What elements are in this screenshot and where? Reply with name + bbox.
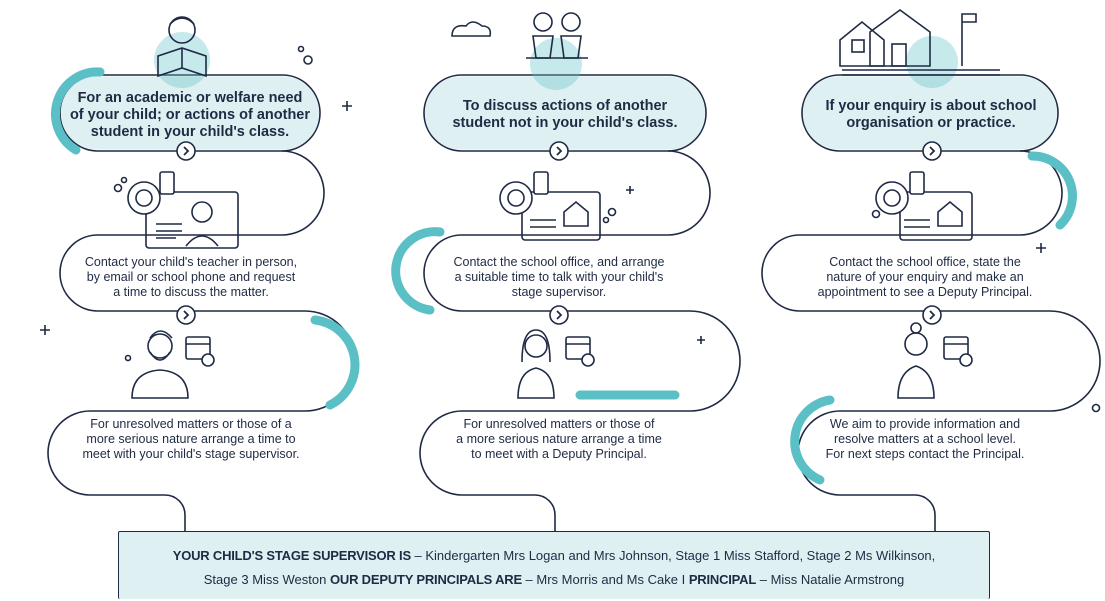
column-1-step-1-text: Contact your child's teacher in person, … [84,255,298,299]
footer-line-2: Stage 3 Miss Weston OUR DEPUTY PRINCIPAL… [119,572,989,587]
column-2-step-2-text: For unresolved matters or those of a mor… [456,417,662,461]
principal-text: – Miss Natalie Armstrong [756,572,905,587]
column-1-step-2-text: For unresolved matters or those of a mor… [82,417,300,461]
supervisor-text: – Kindergarten Mrs Logan and Mrs Johnson… [410,548,936,563]
contacts-footer: YOUR CHILD'S STAGE SUPERVISOR IS – Kinde… [118,531,990,599]
footer-line-1: YOUR CHILD'S STAGE SUPERVISOR IS – Kinde… [119,548,989,563]
principal-label: PRINCIPAL [688,572,757,587]
column-2-step-1-text: Contact the school office, and arrange a… [453,255,665,299]
deputy-label: OUR DEPUTY PRINCIPALS ARE [329,572,522,587]
column-1-heading: For an academic or welfare need of your … [69,90,311,140]
column-3-step-1-text: Contact the school office, state the nat… [817,255,1033,299]
supervisor-label: YOUR CHILD'S STAGE SUPERVISOR IS [172,548,411,563]
column-2-heading: To discuss actions of another student no… [452,98,678,131]
column-3-step-2-text: We aim to provide information and resolv… [825,417,1025,461]
supervisor-text-2: Stage 3 Miss Weston [203,572,330,587]
column-3-heading: If your enquiry is about school organisa… [825,98,1037,131]
deputy-text: – Mrs Morris and Ms Cake I [521,572,689,587]
